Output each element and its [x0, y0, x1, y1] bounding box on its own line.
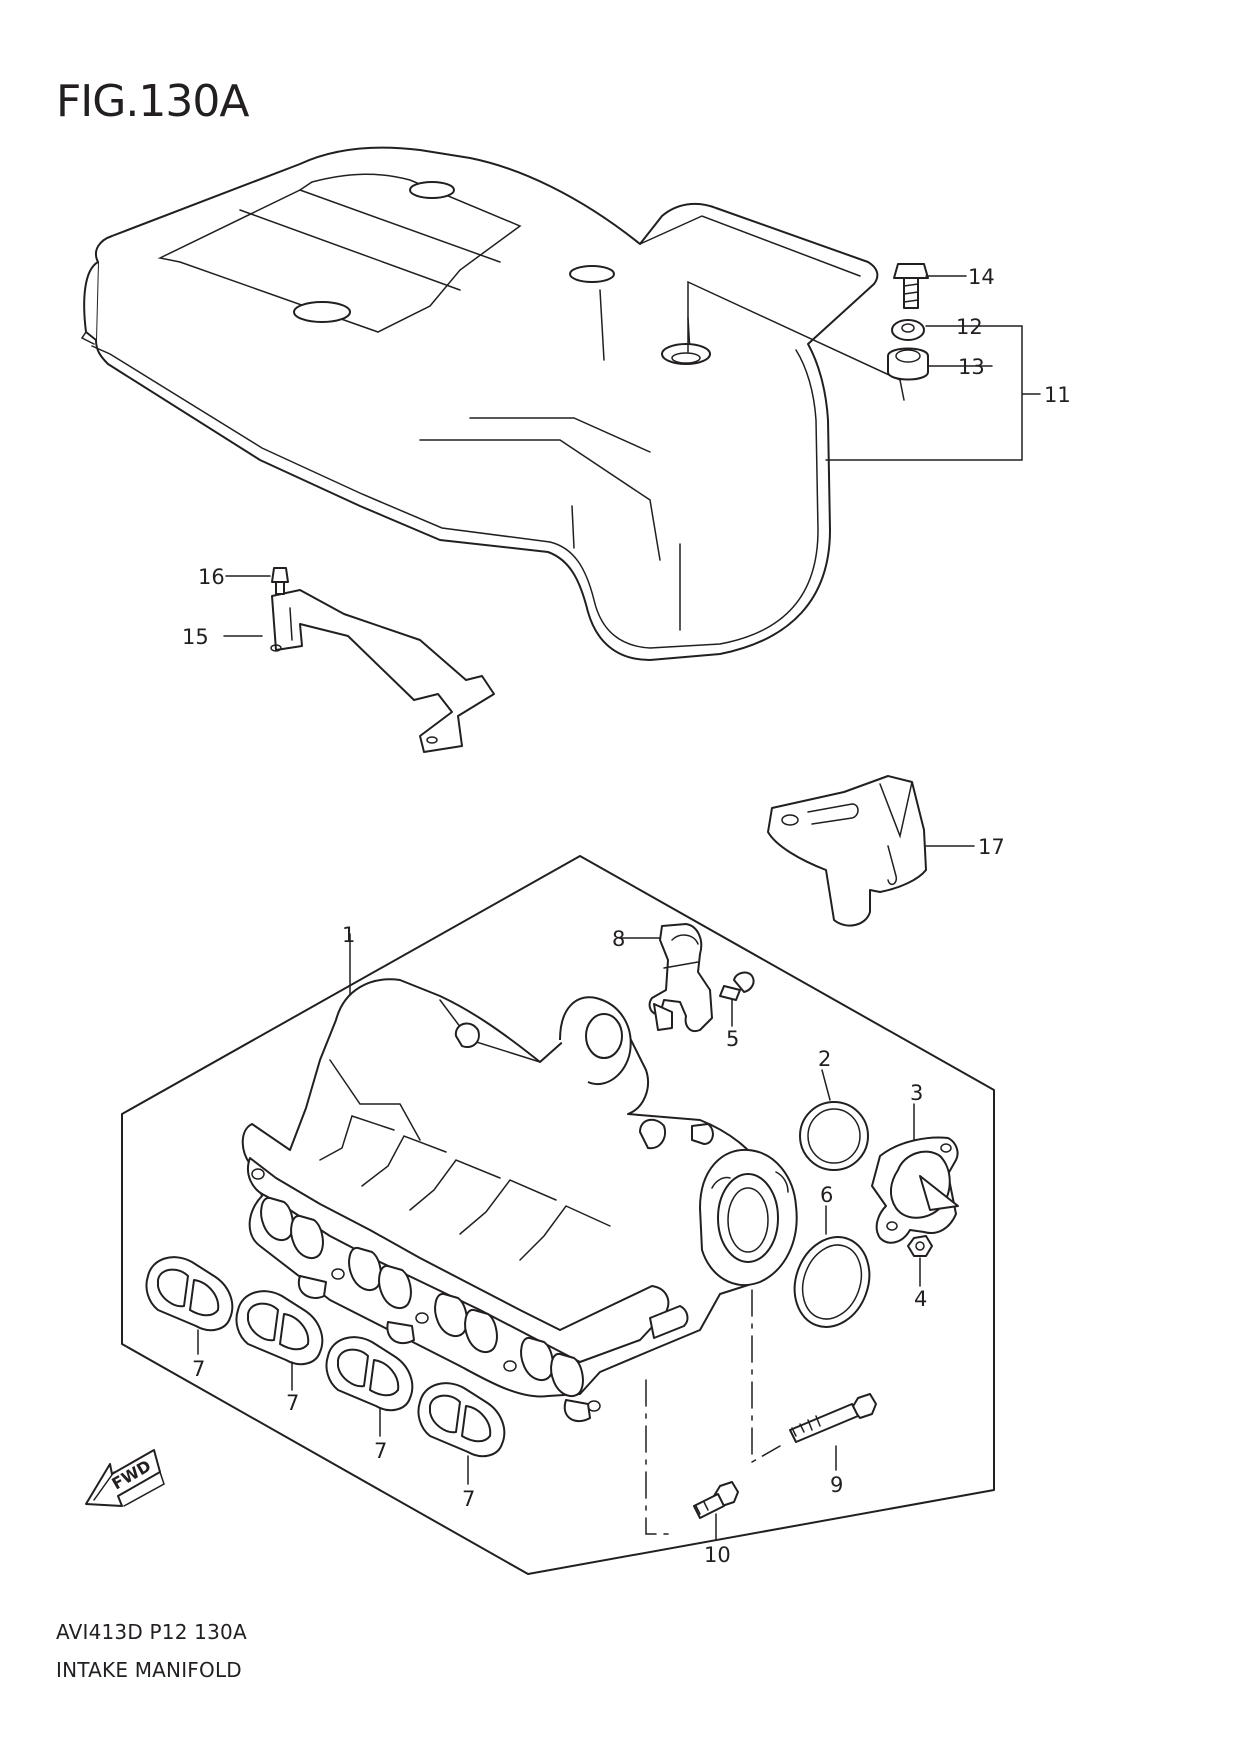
callout-14: 14 — [968, 265, 995, 289]
bolt-10[interactable] — [693, 1481, 739, 1519]
grommet-13[interactable] — [887, 347, 929, 381]
gasket-6[interactable] — [782, 1226, 881, 1337]
gasket-7b[interactable] — [235, 1290, 324, 1366]
callout-7a: 7 — [192, 1357, 205, 1381]
fwd-arrow: FWD — [85, 1449, 165, 1507]
callout-7d: 7 — [462, 1487, 475, 1511]
callout-12: 12 — [956, 315, 983, 339]
callout-9: 9 — [830, 1473, 843, 1497]
callout-11: 11 — [1044, 383, 1071, 407]
callout-7c: 7 — [374, 1439, 387, 1463]
callout-15: 15 — [182, 625, 209, 649]
bolt-16[interactable] — [271, 567, 289, 595]
gasket-7a[interactable] — [145, 1256, 234, 1332]
callout-7b: 7 — [286, 1391, 299, 1415]
engine-cover[interactable] — [80, 146, 905, 661]
gasket-7d[interactable] — [417, 1382, 506, 1458]
bracket-15[interactable] — [270, 589, 495, 753]
washer-12[interactable] — [891, 319, 925, 341]
nut-4[interactable] — [907, 1235, 933, 1257]
gasket-7c[interactable] — [325, 1336, 414, 1412]
diagram-caption: INTAKE MANIFOLD — [56, 1658, 242, 1682]
callout-1: 1 — [342, 923, 355, 947]
intake-ports — [260, 1196, 584, 1398]
assembly-box — [121, 855, 995, 1575]
callout-3: 3 — [910, 1081, 923, 1105]
callout-5: 5 — [726, 1027, 739, 1051]
callout-4: 4 — [914, 1287, 927, 1311]
callout-8: 8 — [612, 927, 625, 951]
bracket-17[interactable] — [767, 775, 975, 927]
bolt-9[interactable] — [789, 1393, 877, 1443]
callout-16: 16 — [198, 565, 225, 589]
callout-17: 17 — [978, 835, 1005, 859]
figure-title: FIG.130A — [56, 76, 249, 127]
diagram-code: AVI413D P12 130A — [56, 1620, 247, 1644]
valve-3[interactable] — [871, 1136, 959, 1244]
callout-10: 10 — [704, 1543, 731, 1567]
callout-13: 13 — [958, 355, 985, 379]
bolt-14[interactable] — [893, 263, 929, 309]
intake-manifold-1[interactable] — [241, 978, 798, 1423]
callout-2: 2 — [818, 1047, 831, 1071]
o-ring-2[interactable] — [799, 1101, 869, 1171]
screw-5[interactable] — [719, 971, 755, 1001]
sensor-8[interactable] — [648, 923, 713, 1032]
callout-6: 6 — [820, 1183, 833, 1207]
